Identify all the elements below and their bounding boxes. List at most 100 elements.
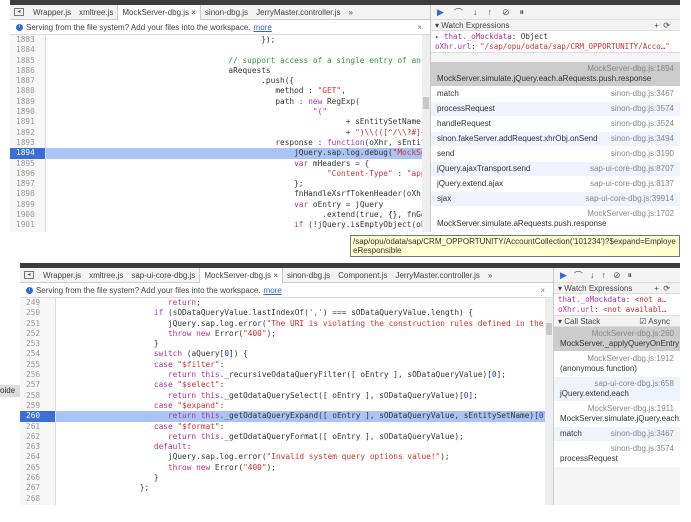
code-line[interactable]: 1886 aRequests: [10, 65, 422, 77]
line-number[interactable]: 269: [20, 503, 56, 505]
frame-location[interactable]: sap-ui-core-dbg.js:8707: [589, 164, 674, 173]
line-number[interactable]: 258: [20, 390, 56, 401]
call-frame[interactable]: sinon.fakeServer.addRequest.xhrObj.onSen…: [431, 132, 680, 147]
code-line[interactable]: 1884: [10, 45, 422, 56]
line-number[interactable]: 249: [20, 298, 56, 309]
tab-xmltree-js[interactable]: xmltree.js: [89, 270, 124, 280]
tab-sinon-dbg-js[interactable]: sinon-dbg.js: [204, 7, 249, 17]
code-line[interactable]: 249 return;: [20, 298, 545, 309]
editor-scrollbar[interactable]: [422, 35, 430, 232]
resume-icon[interactable]: ▶: [437, 6, 444, 17]
line-number[interactable]: 268: [20, 493, 56, 504]
code-line[interactable]: 1896 "Content-Type" : "appl: [10, 168, 422, 180]
tab-wrapper-js[interactable]: Wrapper.js: [43, 270, 82, 280]
frame-location[interactable]: sinon-dbg.js:3524: [610, 119, 674, 128]
code-line[interactable]: 254 switch (aQuery[0]) {: [20, 349, 545, 360]
line-number[interactable]: 1896: [10, 168, 46, 180]
frame-location[interactable]: sinon-dbg.js:3190: [610, 149, 674, 158]
line-number[interactable]: 1890: [10, 107, 46, 118]
line-number[interactable]: 1894: [10, 148, 46, 159]
line-number[interactable]: 1884: [10, 45, 46, 56]
code-line[interactable]: 1887 .push({: [10, 76, 422, 87]
code-line[interactable]: 1889 path : new RegExp(: [10, 96, 422, 108]
toggle-navigator-icon[interactable]: ◂: [14, 8, 24, 16]
frame-location[interactable]: sap-ui-core-dbg.js:8137: [589, 179, 674, 188]
toggle-navigator-icon[interactable]: ◂: [24, 271, 34, 279]
line-number[interactable]: 1893: [10, 137, 46, 149]
line-number[interactable]: 255: [20, 359, 56, 371]
line-number[interactable]: 251: [20, 318, 56, 329]
line-number[interactable]: 266: [20, 473, 56, 484]
line-number[interactable]: 253: [20, 339, 56, 350]
line-number[interactable]: 1888: [10, 86, 46, 97]
more-link[interactable]: more: [253, 22, 272, 32]
code-line[interactable]: 265 throw new Error("400");: [20, 462, 545, 474]
code-line[interactable]: 1895 var mHeaders = {: [10, 158, 422, 169]
more-link[interactable]: more: [263, 285, 282, 295]
tab-component-js[interactable]: Component.js: [338, 270, 388, 280]
step-into-icon[interactable]: ↓: [472, 7, 478, 17]
code-line[interactable]: 1885 // support access of a single entry…: [10, 55, 422, 66]
frame-location[interactable]: MockServer-dbg.js:260: [591, 329, 674, 338]
frame-location[interactable]: MockServer-dbg.js:1911: [587, 404, 674, 413]
frame-location[interactable]: sap-ui-core-dbg.js:658: [594, 379, 674, 388]
line-number[interactable]: 1902: [10, 230, 46, 232]
line-number[interactable]: 1897: [10, 179, 46, 190]
code-line[interactable]: 1893 response : function(oXhr, sEntitySe: [10, 137, 422, 149]
watch-expression[interactable]: oXhr.url: <not availabl…: [558, 305, 676, 315]
line-number[interactable]: 256: [20, 370, 56, 381]
code-line[interactable]: 268: [20, 493, 545, 504]
watch-header[interactable]: ▾ Watch Expressions+ ⟳: [554, 283, 680, 294]
code-line[interactable]: 257 case "$select":: [20, 380, 545, 391]
code-line[interactable]: 1890 "(": [10, 107, 422, 118]
line-number[interactable]: 1891: [10, 117, 46, 128]
code-line[interactable]: 1892 + ")\\(([^/\\?#]+)\\: [10, 127, 422, 138]
line-number[interactable]: 264: [20, 452, 56, 463]
frame-location[interactable]: sinon-dbg.js:3574: [610, 104, 674, 113]
tab-xmltree-js[interactable]: xmltree.js: [79, 7, 114, 17]
step-out-icon[interactable]: ↑: [601, 270, 606, 280]
line-number[interactable]: 1885: [10, 55, 46, 66]
line-number[interactable]: 1899: [10, 199, 46, 211]
line-number[interactable]: 263: [20, 442, 56, 453]
tab-mockserver-dbg-js[interactable]: MockServer-dbg.js ×: [199, 267, 283, 283]
code-line[interactable]: 1899 var oEntry = jQuery: [10, 199, 422, 211]
code-line[interactable]: 252 throw new Error("400");: [20, 328, 545, 340]
code-line[interactable]: 1894 jQuery.sap.log.debug("MockServ: [10, 148, 422, 159]
async-checkbox-icon[interactable]: ☑: [639, 317, 647, 326]
frame-location[interactable]: MockServer-dbg.js:1702: [587, 209, 674, 218]
code-line[interactable]: 1898 fnHandleXsrfTokenHeader(oXhr, m: [10, 189, 422, 200]
close-icon[interactable]: ×: [417, 22, 422, 32]
code-line[interactable]: 264 jQuery.sap.log.error("Invalid system…: [20, 452, 545, 463]
add-refresh-icons[interactable]: + ⟳: [654, 284, 670, 293]
editor-scrollbar[interactable]: [545, 298, 553, 505]
code-line[interactable]: 258 return this._getOdataQuerySelect([ o…: [20, 390, 545, 401]
frame-location[interactable]: sinon-dbg.js:3467: [610, 89, 674, 98]
more-tabs-icon[interactable]: »: [348, 7, 353, 17]
watch-expression[interactable]: that._oMockdata: <not a…: [558, 295, 676, 305]
tab-sap-ui-core-dbg-js[interactable]: sap-ui-core-dbg.js: [131, 270, 196, 280]
deactivate-breakpoints-icon[interactable]: ⊘: [612, 269, 621, 280]
line-number[interactable]: 1901: [10, 220, 46, 231]
code-line[interactable]: 266 }: [20, 473, 545, 484]
deactivate-breakpoints-icon[interactable]: ⊘: [501, 6, 510, 17]
watch-expression[interactable]: ▸ that._oMockdata: Object: [435, 32, 676, 42]
line-number[interactable]: 257: [20, 380, 56, 391]
line-number[interactable]: 252: [20, 328, 56, 340]
code-line[interactable]: 1883 });: [10, 35, 422, 46]
code-line[interactable]: 1888 method : "GET",: [10, 86, 422, 97]
code-line[interactable]: 263 default:: [20, 442, 545, 453]
step-over-icon[interactable]: ⌒: [453, 7, 463, 18]
resume-icon[interactable]: ▶: [560, 269, 567, 280]
add-refresh-icons[interactable]: + ⟳: [654, 21, 670, 30]
line-number[interactable]: 259: [20, 400, 56, 412]
frame-location[interactable]: sinon-dbg.js:3574: [610, 444, 674, 453]
